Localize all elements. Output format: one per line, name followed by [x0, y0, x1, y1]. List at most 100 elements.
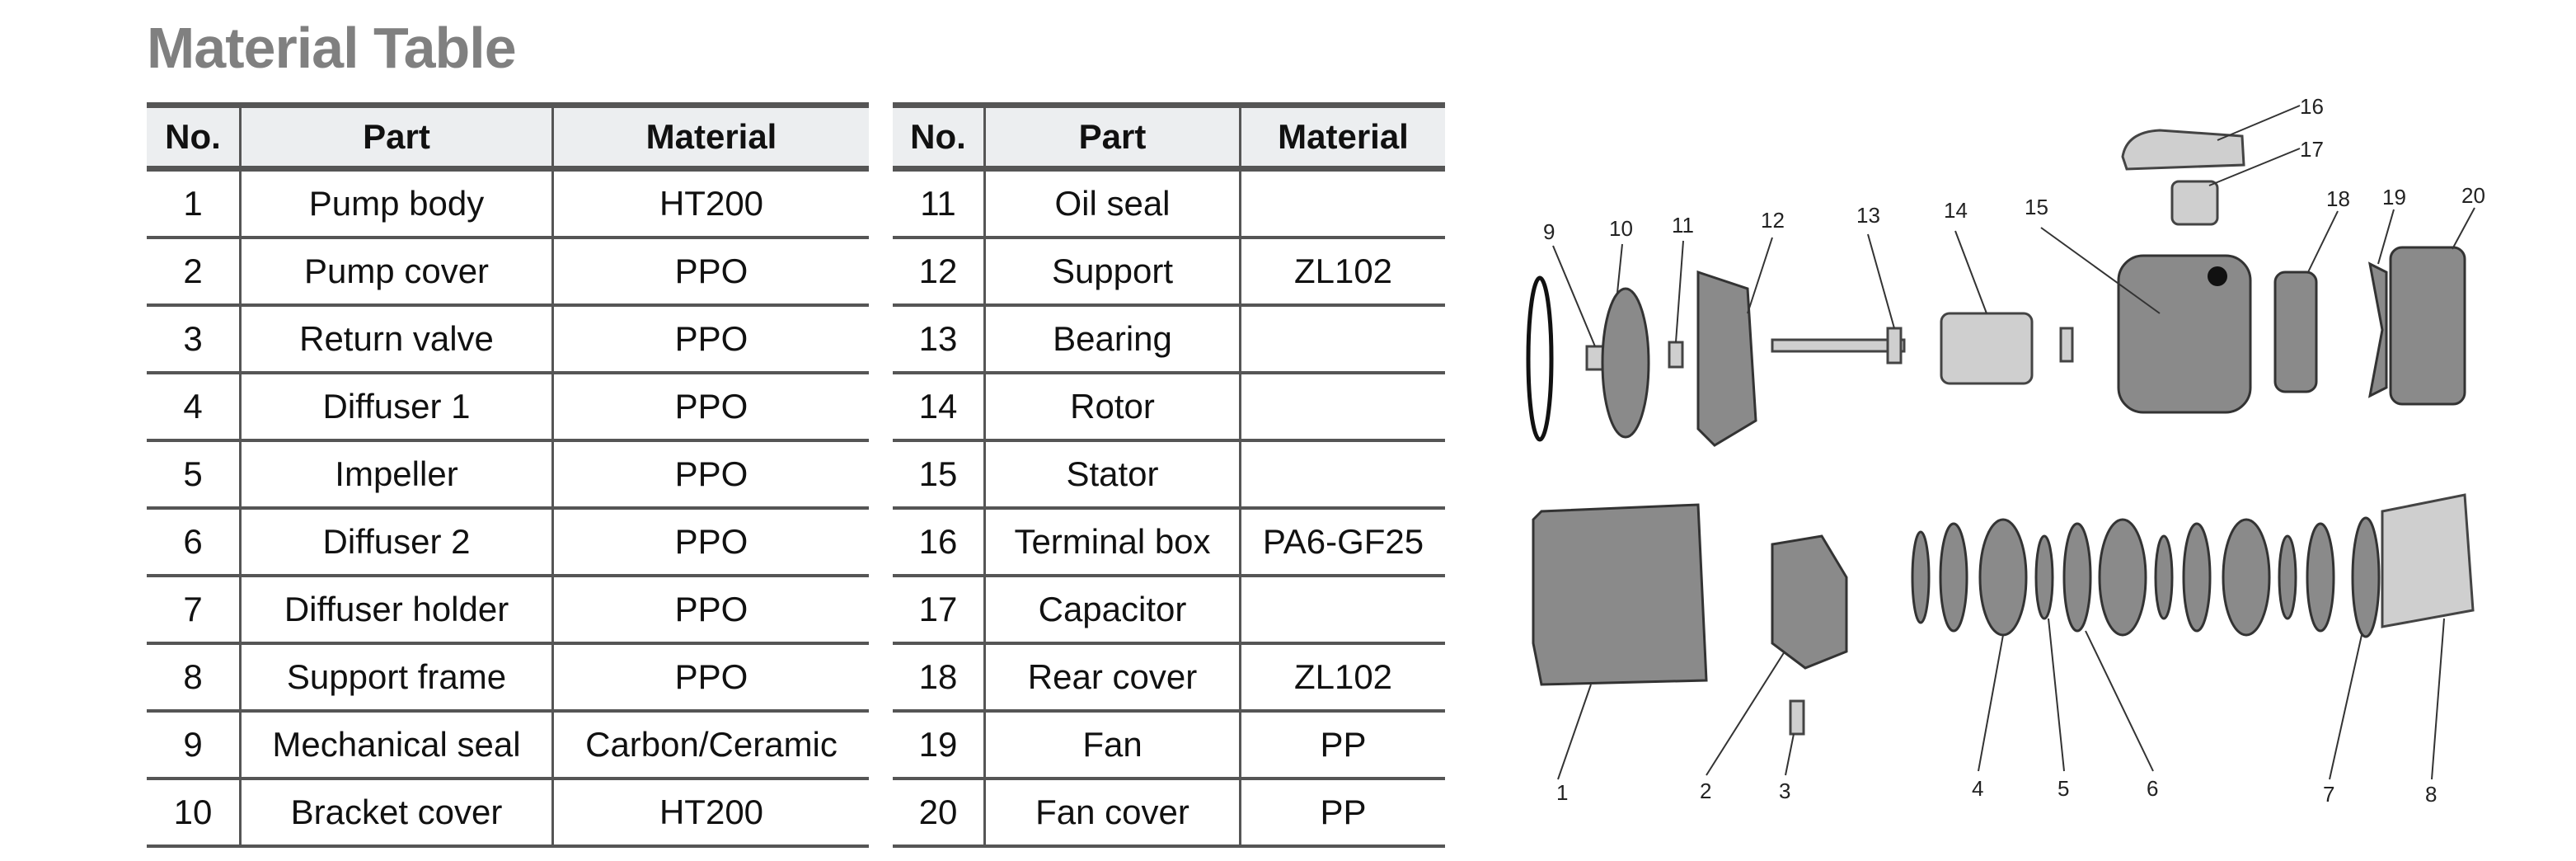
label-16: 16	[2300, 94, 2324, 119]
cell-no: 9	[147, 711, 241, 780]
label-1: 1	[1556, 780, 1568, 805]
pump-cover-part	[1771, 534, 1848, 670]
cell-part: Pump body	[239, 168, 553, 239]
label-11: 11	[1672, 213, 1694, 238]
cell-part: Support	[983, 238, 1241, 307]
oil-seal-part	[1668, 341, 1684, 369]
cell-material	[1239, 373, 1445, 442]
cell-no: 4	[147, 373, 241, 442]
cell-material: PP	[1239, 779, 1445, 848]
cell-part: Terminal box	[983, 508, 1241, 577]
fan-part	[2367, 261, 2388, 398]
cell-material: PA6-GF25	[1239, 508, 1445, 577]
header-no: No.	[147, 102, 241, 172]
cell-material	[1239, 305, 1445, 374]
cell-part: Capacitor	[983, 576, 1241, 645]
cell-no: 5	[147, 440, 241, 510]
rear-cover-part	[2273, 271, 2318, 393]
label-3: 3	[1779, 779, 1790, 803]
header-part: Part	[983, 102, 1241, 172]
cell-part: Impeller	[239, 440, 553, 510]
cell-no: 18	[893, 643, 985, 713]
label-8: 8	[2425, 782, 2437, 807]
cell-part: Bearing	[983, 305, 1241, 374]
label-20: 20	[2461, 183, 2485, 208]
page-title: Material Table	[147, 16, 517, 80]
cell-part: Fan cover	[983, 779, 1241, 848]
cell-part: Return valve	[239, 305, 553, 374]
cell-no: 16	[893, 508, 985, 577]
cell-part: Oil seal	[983, 168, 1241, 239]
cell-no: 13	[893, 305, 985, 374]
cell-no: 10	[147, 779, 241, 848]
cell-material: PPO	[551, 508, 869, 577]
cell-material: PPO	[551, 373, 869, 442]
cell-material: PPO	[551, 238, 869, 307]
cell-no: 6	[147, 508, 241, 577]
o-ring	[1526, 275, 1554, 442]
cell-part: Bracket cover	[239, 779, 553, 848]
pump-body-part	[1532, 503, 1708, 686]
header-part: Part	[239, 102, 553, 172]
cell-no: 11	[893, 168, 985, 239]
label-9: 9	[1543, 219, 1555, 244]
cell-material	[1239, 576, 1445, 645]
label-17: 17	[2300, 137, 2324, 162]
cell-part: Stator	[983, 440, 1241, 510]
return-valve-part	[1789, 699, 1805, 736]
cell-part: Diffuser holder	[239, 576, 553, 645]
stator-part	[2117, 254, 2252, 414]
leader-lines	[1552, 105, 2475, 780]
cell-part: Diffuser 1	[239, 373, 553, 442]
cell-material: HT200	[551, 779, 869, 848]
header-material: Material	[1239, 102, 1445, 172]
cell-no: 3	[147, 305, 241, 374]
terminal-box-part	[2121, 129, 2245, 171]
cell-no: 12	[893, 238, 985, 307]
label-6: 6	[2147, 776, 2158, 801]
label-19: 19	[2382, 185, 2406, 209]
cell-material: PPO	[551, 576, 869, 645]
cell-part: Diffuser 2	[239, 508, 553, 577]
cell-no: 14	[893, 373, 985, 442]
label-10: 10	[1609, 216, 1633, 241]
cell-part: Support frame	[239, 643, 553, 713]
cell-material	[1239, 168, 1445, 239]
cell-no: 20	[893, 779, 985, 848]
cell-part: Pump cover	[239, 238, 553, 307]
cell-no: 8	[147, 643, 241, 713]
cell-no: 7	[147, 576, 241, 645]
cell-no: 19	[893, 711, 985, 780]
bearing-part-2	[2059, 327, 2074, 363]
label-4: 4	[1972, 776, 1983, 801]
support-part	[1696, 270, 1757, 447]
diffuser-stack	[1911, 493, 2475, 638]
cell-material	[1239, 440, 1445, 510]
cell-part: Mechanical seal	[239, 711, 553, 780]
header-material: Material	[551, 102, 869, 172]
cell-material: PPO	[551, 305, 869, 374]
cell-no: 2	[147, 238, 241, 307]
label-5: 5	[2058, 776, 2069, 801]
capacitor-part	[2170, 180, 2219, 226]
cell-no: 1	[147, 168, 241, 239]
bearing-part	[1886, 327, 1903, 365]
